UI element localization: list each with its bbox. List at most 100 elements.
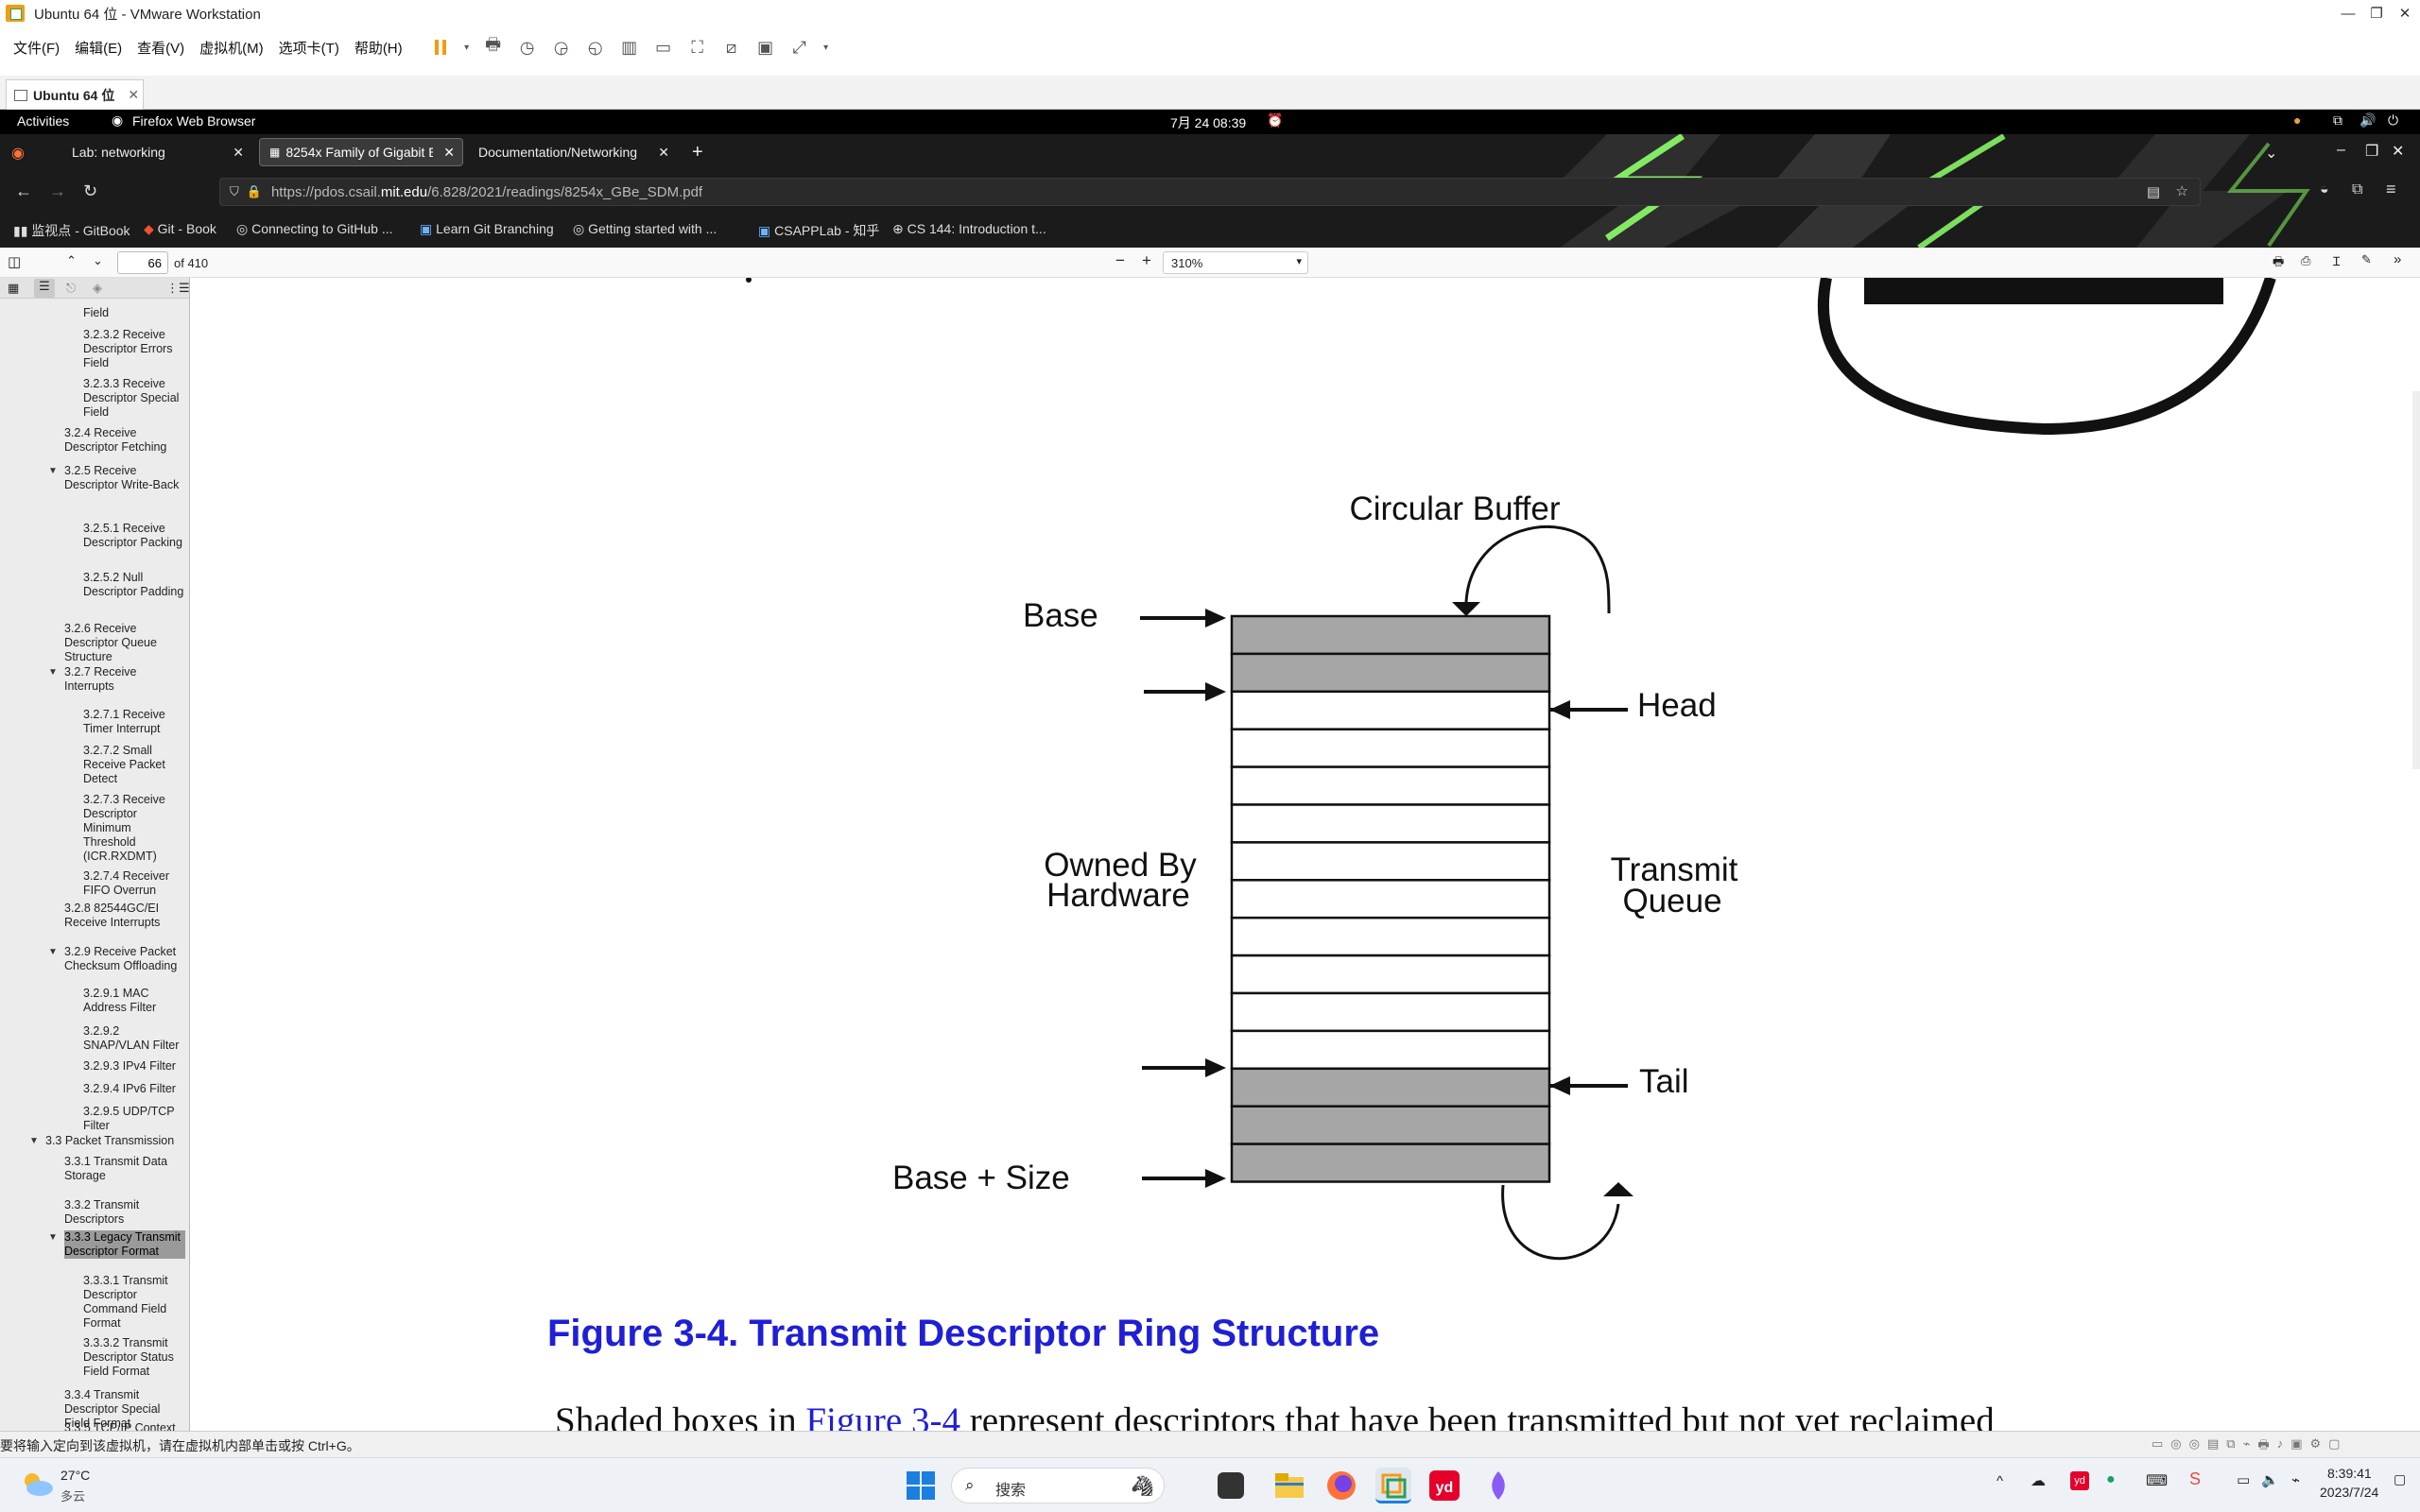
quill-app-icon[interactable] <box>1480 1468 1516 1503</box>
extensions-icon[interactable]: ⧉ <box>2352 181 2363 198</box>
sogou-icon[interactable]: S <box>2189 1469 2202 1488</box>
restore-icon[interactable]: ❐ <box>2370 6 2383 22</box>
pocket-icon[interactable]: ◒ <box>2320 181 2329 198</box>
bookmark-git-book[interactable]: ◆ Git - Book <box>144 221 216 237</box>
snapshot-manager-icon[interactable]: ◵ <box>587 37 603 57</box>
unity-icon[interactable]: ⧄ <box>725 37 737 57</box>
layers-icon[interactable]: ◈ <box>93 281 102 295</box>
vm-tab[interactable]: Ubuntu 64 位 ✕ <box>6 79 144 110</box>
cd-icon[interactable]: ◎ <box>2170 1436 2182 1451</box>
attachments-icon[interactable]: ⎋ <box>66 281 77 295</box>
thumbnails-icon[interactable]: ▦ <box>8 281 20 295</box>
current-outline-item-icon[interactable]: ⋮☰ <box>166 281 190 295</box>
outline-item[interactable]: 3.2.7.4 Receiver FIFO Overrun <box>83 869 170 897</box>
pause-icon[interactable] <box>426 33 455 61</box>
network-tray-icon[interactable]: ▭ <box>2237 1472 2251 1488</box>
tracking-protection-icon[interactable]: ⛉ <box>230 184 239 198</box>
usb-icon[interactable]: ⌁ <box>2242 1436 2251 1451</box>
vm-tab-close-icon[interactable]: ✕ <box>128 87 140 102</box>
outline-item[interactable]: Field <box>83 306 110 319</box>
bookmark-gitbook[interactable]: ▮▮ 监视点 - GitBook <box>13 221 130 240</box>
bookmark-star-icon[interactable]: ☆ <box>2175 183 2188 199</box>
speaker-tray-icon[interactable]: 🔈 <box>2261 1472 2279 1488</box>
ff-minimize-icon[interactable]: – <box>2337 142 2345 158</box>
list-tabs-icon[interactable]: ⌄ <box>2265 146 2278 162</box>
floppy-icon[interactable]: ▤ <box>2206 1436 2220 1451</box>
minimize-icon[interactable]: — <box>2341 5 2356 22</box>
tools-icon[interactable]: » <box>2394 251 2402 267</box>
tab-documentation-networking[interactable]: Documentation/Networking ✕ <box>469 138 677 166</box>
network-icon[interactable]: ⧉ <box>2333 112 2342 128</box>
tray-time[interactable]: 8:39:41 <box>2327 1466 2372 1481</box>
outline-item[interactable]: 3.3 Packet Transmission <box>45 1134 175 1147</box>
page-number-input[interactable] <box>117 251 168 274</box>
settings-icon[interactable]: ⚙ <box>2309 1436 2322 1451</box>
fullscreen-icon[interactable]: ⛶ <box>691 37 703 57</box>
outline-item[interactable]: 3.2.7 Receive Interrupts <box>64 665 137 693</box>
pause-dropdown-icon[interactable]: ▾ <box>464 42 470 53</box>
printer-icon[interactable]: 🖶 <box>2257 1437 2270 1452</box>
tab-8254x-pdf[interactable]: ▦ 8254x Family of Gigabit E ✕ <box>259 138 463 166</box>
thumbnail-view-icon[interactable]: ▭ <box>655 37 672 57</box>
zoom-out-icon[interactable]: − <box>1115 251 1125 269</box>
power-icon[interactable]: ⏻ <box>2388 112 2399 128</box>
message-icon[interactable]: ▢ <box>2328 1436 2341 1451</box>
bookmark-cs144[interactable]: ⊕ CS 144: Introduction t... <box>892 221 1046 237</box>
revert-snapshot-icon[interactable]: ◶ <box>553 37 569 57</box>
firefox-icon[interactable] <box>1323 1468 1359 1503</box>
menu-help[interactable]: 帮助(H) <box>354 40 403 57</box>
bookmark-getting-started[interactable]: ◎ Getting started with ... <box>573 221 717 237</box>
expand-toggle-icon[interactable]: ▼ <box>48 667 58 678</box>
cat-tray-icon[interactable]: ● <box>2293 112 2302 128</box>
outline-item[interactable]: 3.3.4 Transmit Descriptor Special Field … <box>64 1388 161 1430</box>
close-icon[interactable]: ✕ <box>2398 6 2411 22</box>
expand-toggle-icon[interactable]: ▼ <box>48 466 58 476</box>
activities-button[interactable]: Activities <box>17 113 70 129</box>
back-icon[interactable]: ← <box>15 181 32 200</box>
hdd-icon[interactable]: ▭ <box>2152 1436 2164 1451</box>
outline-item[interactable]: 3.2.3.3 Receive Descriptor Special Field <box>83 377 180 419</box>
figure-link[interactable]: Figure 3-4 <box>805 1400 960 1431</box>
outline-item[interactable]: 3.3.5 TCP/IP Context <box>64 1421 176 1431</box>
tab-close-icon[interactable]: ✕ <box>443 144 455 160</box>
outline-item[interactable]: 3.2.9 Receive Packet Checksum Offloading <box>64 945 178 972</box>
outline-item[interactable]: 3.2.5.2 Null Descriptor Padding <box>83 571 184 598</box>
clock[interactable]: 7月 24 08:39 <box>1170 115 1247 130</box>
tab-close-icon[interactable]: ✕ <box>233 144 244 160</box>
expand-toggle-icon[interactable]: ▼ <box>48 1232 58 1243</box>
bookmark-csapplab[interactable]: ▣ CSAPPLab - 知乎 <box>758 221 879 240</box>
sidebar-view-icon[interactable]: ▥ <box>621 37 638 57</box>
outline-item[interactable]: 3.2.7.2 Small Receive Packet Detect <box>83 744 165 785</box>
youdao-icon[interactable]: yd <box>1429 1470 1460 1501</box>
toggle-sidebar-icon[interactable]: ◫ <box>8 254 22 270</box>
outline-item[interactable]: 3.2.5.1 Receive Descriptor Packing <box>83 522 182 549</box>
send-ctrl-alt-del-icon[interactable]: 🖶 <box>485 35 502 54</box>
ff-restore-icon[interactable]: ❐ <box>2365 144 2379 160</box>
sound-icon[interactable]: ♪ <box>2276 1436 2284 1451</box>
vmware-taskbar-icon[interactable] <box>1375 1468 1411 1503</box>
url-bar[interactable]: ⛉ 🔒 https://pdos.csail.mit.edu/6.828/202… <box>219 178 2201 206</box>
ime-tray-icon[interactable]: ⌨ <box>2146 1473 2169 1489</box>
tray-date[interactable]: 2023/7/24 <box>2320 1485 2379 1500</box>
ff-close-icon[interactable]: ✕ <box>2392 144 2405 160</box>
zoom-in-icon[interactable]: + <box>1142 251 1151 269</box>
outline-item[interactable]: 3.3.2 Transmit Descriptors <box>64 1198 140 1226</box>
menu-file[interactable]: 文件(F) <box>13 40 60 57</box>
outline-item[interactable]: 3.2.3.2 Receive Descriptor Errors Field <box>83 328 173 369</box>
outline-item[interactable]: 3.2.9.3 IPv4 Filter <box>83 1059 176 1073</box>
app-menu-icon[interactable]: ≡ <box>2386 180 2396 198</box>
wechat-tray-icon[interactable]: ● <box>2106 1471 2116 1487</box>
vertical-scrollbar[interactable] <box>2412 391 2420 769</box>
network-adapter-icon[interactable]: ⧉ <box>2226 1436 2236 1451</box>
outline-item[interactable]: 3.2.6 Receive Descriptor Queue Structure <box>64 622 157 663</box>
volume-icon[interactable]: 🔊 <box>2360 112 2377 128</box>
notification-icon[interactable]: ▢ <box>2394 1471 2407 1486</box>
file-explorer-icon[interactable] <box>1271 1468 1307 1503</box>
outline-item[interactable]: 3.3.3.2 Transmit Descriptor Status Field… <box>83 1336 174 1378</box>
bookmark-learn-git-branching[interactable]: ▣ Learn Git Branching <box>420 221 554 237</box>
save-icon[interactable]: ⎙ <box>2301 253 2311 267</box>
zoom-select[interactable]: 310% ▾ <box>1163 251 1308 274</box>
onedrive-icon[interactable]: ☁ <box>2031 1473 2046 1489</box>
forward-icon[interactable]: → <box>49 181 66 200</box>
outline-item[interactable]: 3.2.9.2 SNAP/VLAN Filter <box>83 1024 180 1052</box>
